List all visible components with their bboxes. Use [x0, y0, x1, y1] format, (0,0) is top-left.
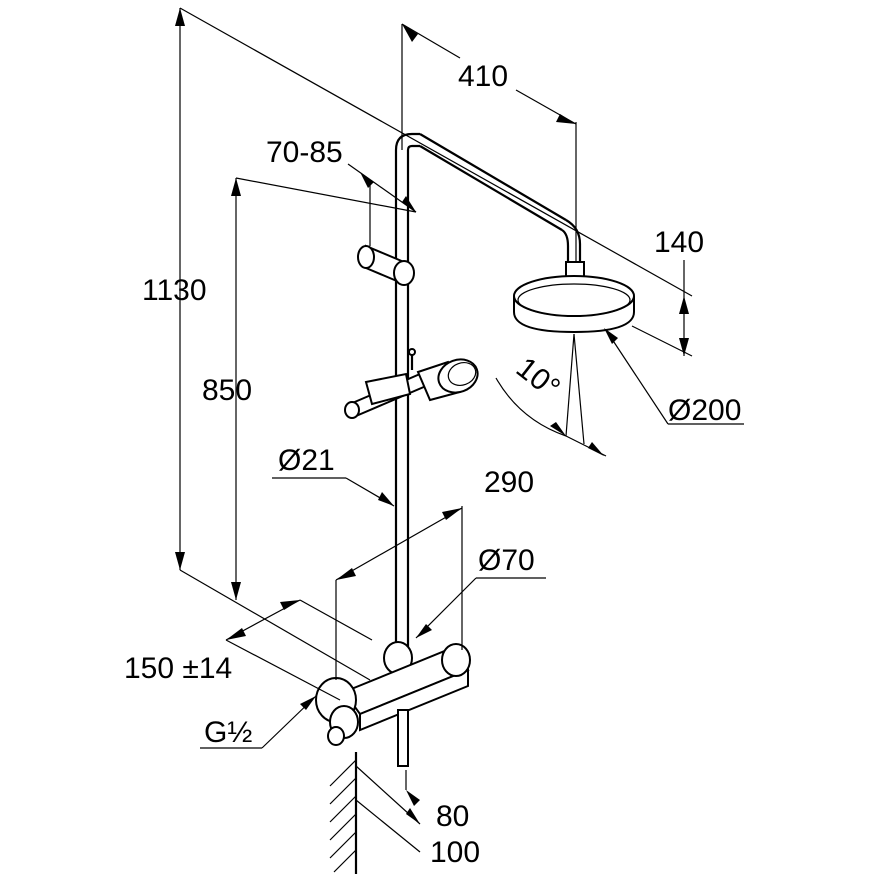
hand-shower — [344, 348, 479, 419]
label-head-diameter: Ø200 — [668, 394, 741, 427]
dimension-labels: 1130 850 410 70-85 140 10° Ø200 Ø21 290 … — [124, 60, 741, 869]
label-depth-small: 80 — [436, 800, 469, 833]
label-depth-large: 100 — [430, 836, 480, 869]
wall-bracket — [357, 244, 415, 286]
label-inlet-centres: 150 ±14 — [124, 652, 232, 685]
overhead-shower-head — [513, 261, 635, 334]
thermostat-mixer — [315, 641, 471, 767]
label-slider-height: 850 — [202, 374, 252, 407]
label-connection-thread: G½ — [204, 716, 252, 749]
label-escutcheon-diameter: Ø70 — [478, 544, 535, 577]
wall-hatching — [329, 752, 358, 874]
label-total-height: 1130 — [142, 274, 207, 307]
label-head-offset: 140 — [654, 226, 704, 259]
label-rail-diameter: Ø21 — [278, 444, 335, 477]
label-bracket-range: 70-85 — [266, 136, 343, 169]
label-arm-length: 410 — [458, 60, 508, 93]
label-head-tilt: 10° — [510, 351, 566, 405]
label-mixer-width: 290 — [484, 466, 534, 499]
dimension-lines — [175, 7, 744, 853]
